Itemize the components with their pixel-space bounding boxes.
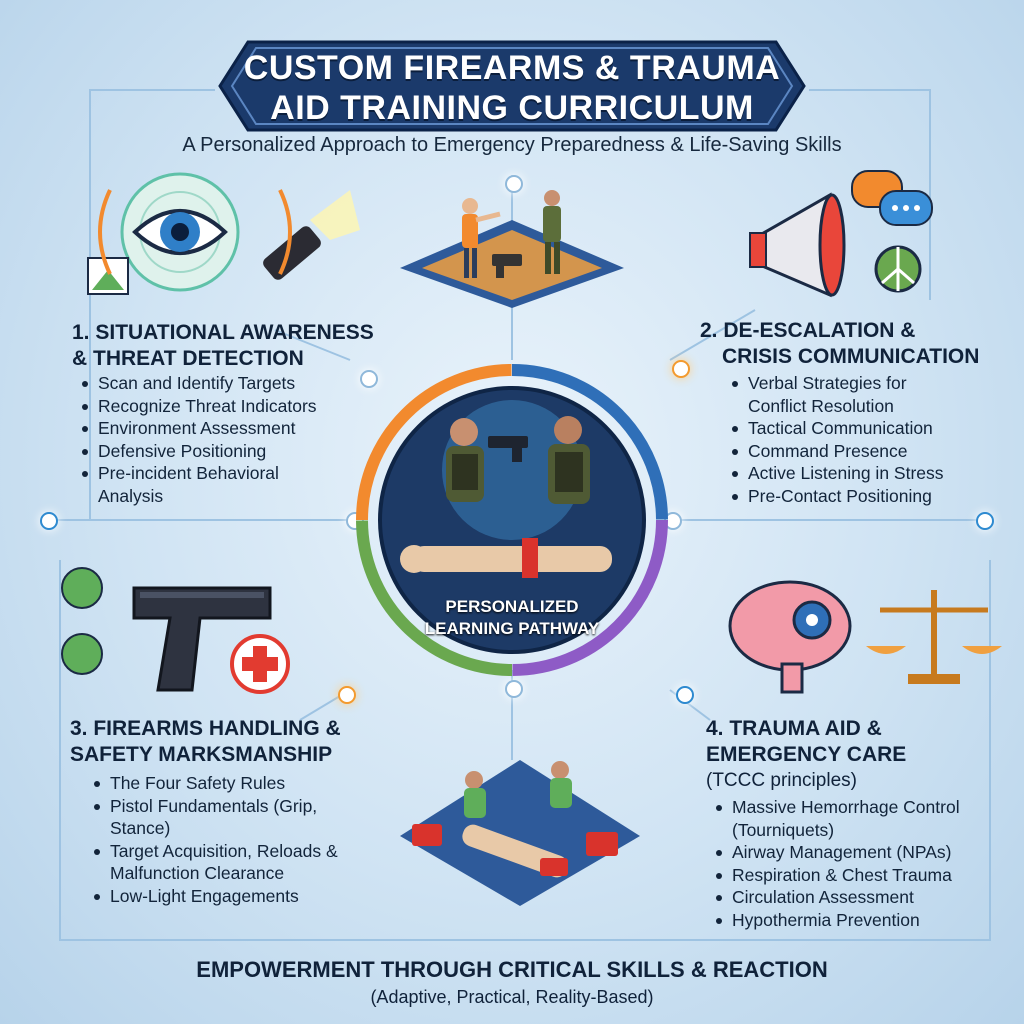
range-training-illustration: [400, 190, 624, 308]
section-4-title: 4. TRAUMA AID & EMERGENCY CARE (TCCC pri…: [706, 716, 906, 794]
eye-icon: [132, 209, 228, 255]
brain-icon: [728, 580, 852, 694]
list-item: Respiration & Chest Trauma: [714, 864, 1004, 887]
list-item: Scan and Identify Targets: [80, 372, 370, 395]
footer-subtitle: (Adaptive, Practical, Reality-Based): [370, 987, 654, 1007]
connector-node: [672, 360, 690, 378]
section-1-title: 1. SITUATIONAL AWARENESS & THREAT DETECT…: [72, 320, 374, 372]
list-item: Command Presence: [730, 440, 990, 463]
list-item: Pistol Fundamentals (Grip, Stance): [92, 795, 360, 840]
communication-icons: [749, 170, 933, 298]
medical-cross-icon: [230, 634, 290, 694]
center-label-line1: PERSONALIZED: [445, 597, 579, 616]
trauma-icons: [728, 580, 1002, 694]
list-item: Pre-Contact Positioning: [730, 485, 990, 508]
list-item: Target Acquisition, Reloads & Malfunctio…: [92, 840, 390, 885]
section-1-list: Scan and Identify Targets Recognize Thre…: [80, 372, 370, 507]
center-circle: [356, 364, 668, 676]
connector-node: [40, 512, 58, 530]
firearms-icons: [61, 567, 290, 694]
title-banner: CUSTOM FIREARMS & TRAUMA AID TRAINING CU…: [218, 40, 806, 132]
section-1-title-line2: & THREAT DETECTION: [72, 347, 304, 370]
hand-icon: [61, 633, 103, 675]
list-item: Environment Assessment: [80, 417, 370, 440]
pistol-icon: [132, 586, 272, 692]
connector-node: [360, 370, 378, 388]
list-item: Low-Light Engagements: [92, 885, 382, 908]
list-item: Tactical Communication: [730, 417, 990, 440]
center-label: PERSONALIZED LEARNING PATHWAY: [396, 596, 628, 640]
list-item: Circulation Assessment: [714, 886, 1004, 909]
list-item: Hypothermia Prevention: [714, 909, 1004, 932]
trauma-care-illustration: [400, 760, 640, 906]
list-item: Verbal Strategies for Conflict Resolutio…: [730, 372, 938, 417]
connector-node: [505, 680, 523, 698]
footer-title: EMPOWERMENT THROUGH CRITICAL SKILLS & RE…: [196, 957, 828, 982]
list-item: Defensive Positioning: [80, 440, 370, 463]
section-3-list: The Four Safety Rules Pistol Fundamental…: [92, 772, 382, 907]
section-2-title-line1: 2. DE-ESCALATION &: [700, 319, 916, 342]
section-4-list: Massive Hemorrhage Control (Tourniquets)…: [714, 796, 1004, 931]
section-2-list: Verbal Strategies for Conflict Resolutio…: [730, 372, 990, 507]
page-subtitle: A Personalized Approach to Emergency Pre…: [182, 134, 842, 156]
speech-bubble-icon: [851, 170, 933, 226]
page-title-line2: AID TRAINING CURRICULUM: [270, 89, 754, 127]
list-item: Pre-incident Behavioral Analysis: [80, 462, 318, 507]
page-title-line1: CUSTOM FIREARMS & TRAUMA: [243, 49, 781, 87]
connector-node: [676, 686, 694, 704]
section-4-title-line2: EMERGENCY CARE: [706, 743, 907, 766]
picture-icon: [87, 257, 129, 295]
megaphone-icon: [749, 192, 846, 298]
section-4-title-line3: (TCCC principles): [706, 770, 857, 791]
scales-icon: [866, 590, 1002, 684]
section-3-title-line1: 3. FIREARMS HANDLING &: [70, 717, 341, 740]
section-1-title-line1: 1. SITUATIONAL AWARENESS: [72, 321, 374, 344]
connector-node: [976, 512, 994, 530]
connector-node: [338, 686, 356, 704]
section-3-title-line2: SAFETY MARKSMANSHIP: [70, 743, 333, 766]
section-2-title-line2: CRISIS COMMUNICATION: [722, 345, 980, 368]
connector-node: [505, 175, 523, 193]
list-item: Massive Hemorrhage Control (Tourniquets): [714, 796, 1012, 841]
flashlight-icon: [263, 190, 360, 280]
center-label-line2: LEARNING PATHWAY: [424, 619, 600, 638]
section-4-title-line1: 4. TRAUMA AID &: [706, 717, 882, 740]
pistol-icon: [488, 436, 528, 462]
section-2-title: 2. DE-ESCALATION & CRISIS COMMUNICATION: [700, 318, 979, 370]
list-item: The Four Safety Rules: [92, 772, 382, 795]
list-item: Airway Management (NPAs): [714, 841, 1004, 864]
gear-icon: [792, 600, 832, 640]
awareness-icons: [87, 172, 360, 295]
peace-icon: [874, 245, 922, 293]
section-3-title: 3. FIREARMS HANDLING & SAFETY MARKSMANSH…: [70, 716, 341, 768]
list-item: Active Listening in Stress: [730, 462, 990, 485]
list-item: Recognize Threat Indicators: [80, 395, 370, 418]
